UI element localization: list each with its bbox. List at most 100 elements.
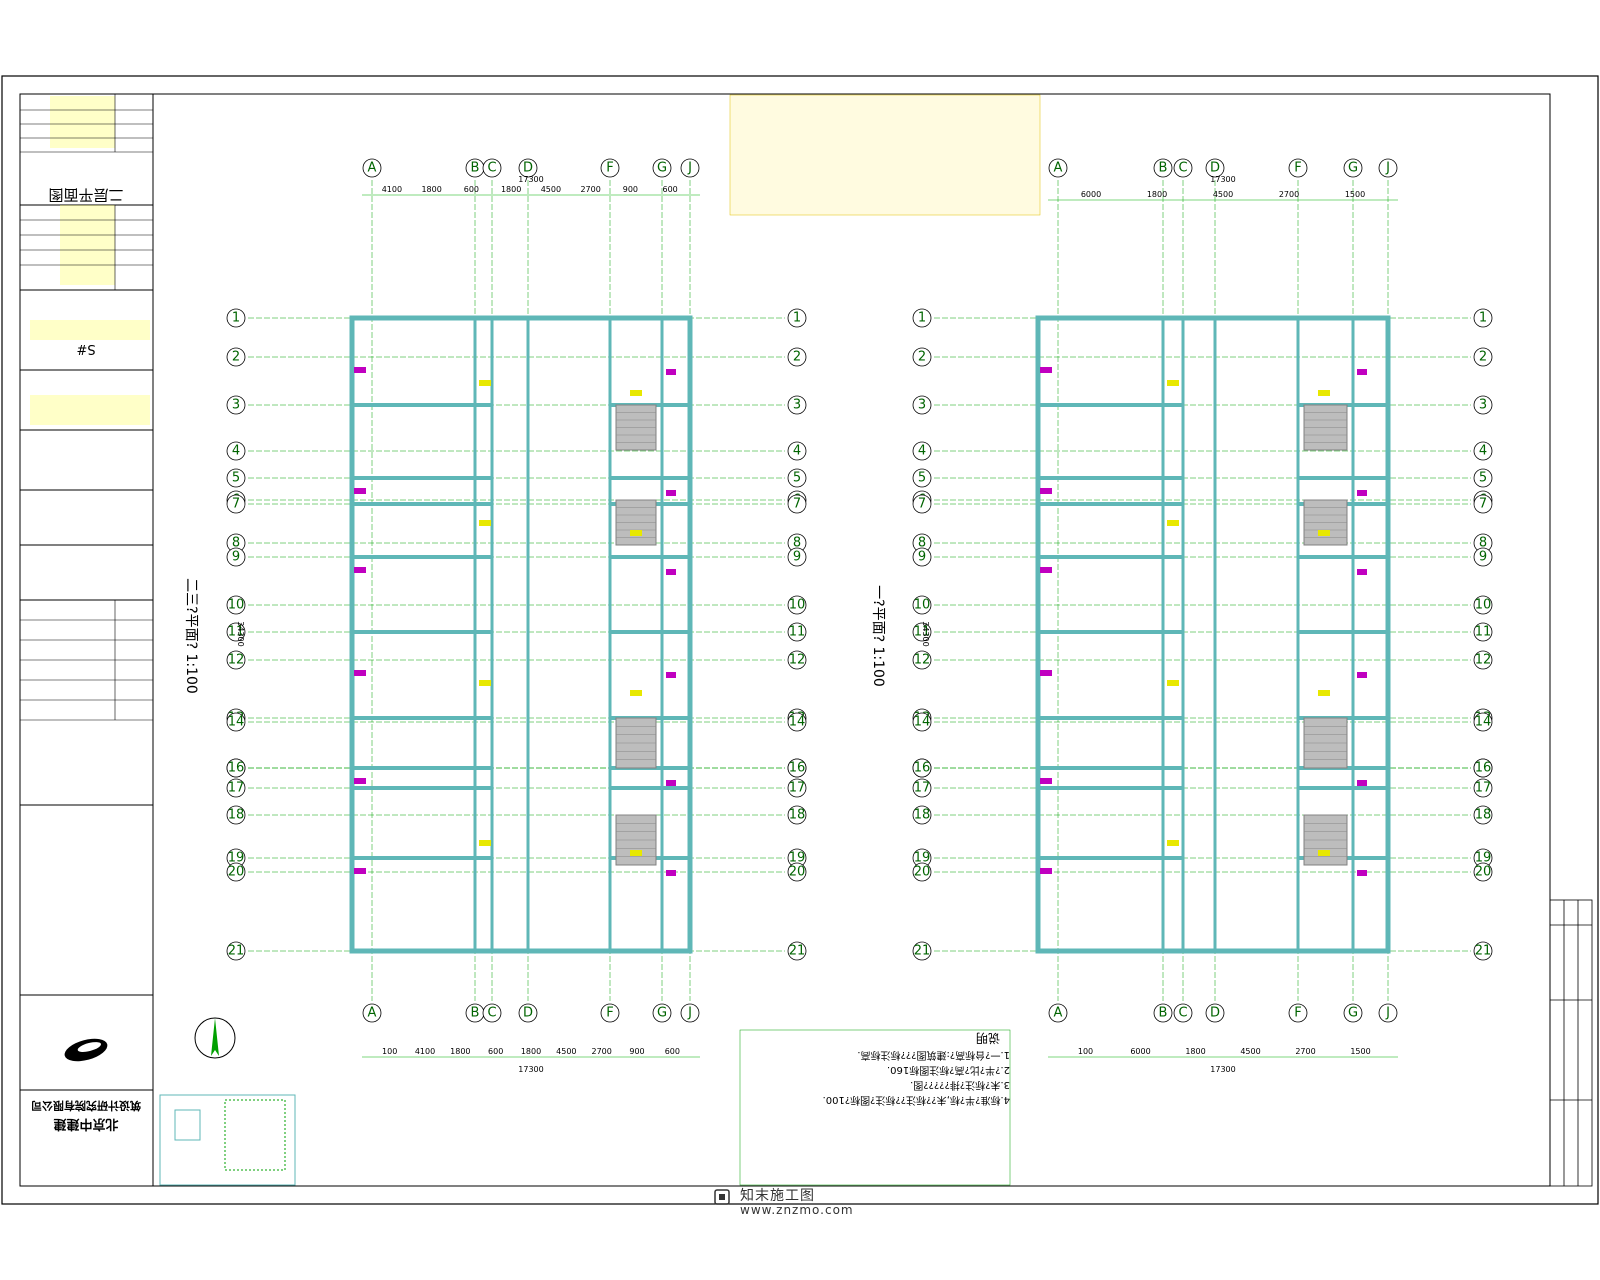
axis-label: 18 <box>228 808 245 823</box>
axis-label: 3 <box>1479 398 1487 413</box>
axis-label: C <box>487 1006 496 1021</box>
axis-label: D <box>1210 161 1220 176</box>
axis-bubble <box>1173 158 1193 178</box>
door-mark <box>666 369 676 375</box>
axis-bubble <box>1473 595 1493 615</box>
room-tag <box>630 530 642 536</box>
axis-bubble <box>787 595 807 615</box>
axis-label: D <box>1210 1006 1220 1021</box>
watermark: 知末施工图 www.znzmo.com <box>700 1183 900 1219</box>
north-arrow-icon <box>194 1017 236 1059</box>
axis-bubble <box>912 347 932 367</box>
axis-label: C <box>487 161 496 176</box>
axis-label: F <box>1294 1006 1301 1021</box>
axis-bubble <box>652 158 672 178</box>
axis-label: 5 <box>1479 471 1487 486</box>
axis-bubble <box>482 158 502 178</box>
outer-frame <box>1 75 1599 1205</box>
door-mark <box>1357 569 1367 575</box>
axis-label: J <box>1385 1006 1390 1021</box>
axis-label: 21 <box>228 944 245 959</box>
axis-label: 12 <box>789 653 806 668</box>
axis-label: 3 <box>918 398 926 413</box>
door-mark <box>1357 780 1367 786</box>
dimension-total: 17300 <box>518 1065 543 1074</box>
axis-bubble <box>1473 468 1493 488</box>
axis-label: 9 <box>232 550 240 565</box>
dimension-label: 1500 <box>1345 190 1365 199</box>
axis-label: 17 <box>228 781 245 796</box>
notes-heading: 说明 <box>976 1031 1000 1046</box>
axis-bubble <box>1473 941 1493 961</box>
dimension-label: 1800 <box>421 185 441 194</box>
axis-bubble <box>1343 1003 1363 1023</box>
axis-label: 8 <box>232 536 240 551</box>
axis-bubble <box>912 494 932 514</box>
dimension-label: 1500 <box>1350 1047 1370 1056</box>
door-mark <box>354 567 366 573</box>
axis-label: 19 <box>789 851 806 866</box>
axis-bubble <box>787 941 807 961</box>
axis-label: 11 <box>1475 625 1492 640</box>
door-mark <box>1040 367 1052 373</box>
axis-bubble <box>226 595 246 615</box>
axis-bubble <box>912 441 932 461</box>
axis-bubble <box>1473 494 1493 514</box>
axis-label: 14 <box>228 715 245 730</box>
door-mark <box>1040 567 1052 573</box>
axis-bubble <box>680 158 700 178</box>
axis-label: J <box>1385 161 1390 176</box>
axis-label: 5 <box>918 471 926 486</box>
axis-bubble <box>787 441 807 461</box>
axis-label: 2 <box>232 350 240 365</box>
axis-bubble <box>1343 158 1363 178</box>
axis-label: 1 <box>793 311 801 326</box>
axis-label: 12 <box>228 653 245 668</box>
axis-label: 8 <box>918 536 926 551</box>
dimension-label: 4100 <box>382 185 402 194</box>
axis-label: 1 <box>918 311 926 326</box>
door-mark <box>354 778 366 784</box>
axis-label: 18 <box>1475 808 1492 823</box>
axis-label: A <box>368 1006 377 1021</box>
axis-bubble <box>1173 1003 1193 1023</box>
axis-bubble <box>912 805 932 825</box>
exterior-wall <box>1035 315 1391 954</box>
axis-bubble <box>912 395 932 415</box>
dimension-label: 6000 <box>1130 1047 1150 1056</box>
axis-bubble <box>226 778 246 798</box>
floor-plans: AABBCCDDFFGGJJ11223344556677889910101111… <box>183 158 1493 1074</box>
axis-bubble <box>1205 1003 1225 1023</box>
axis-bubble <box>226 941 246 961</box>
axis-label: F <box>606 1006 613 1021</box>
axis-bubble <box>787 758 807 778</box>
axis-bubble <box>1473 347 1493 367</box>
axis-label: 16 <box>228 761 245 776</box>
axis-label: 19 <box>1475 851 1492 866</box>
dimension-label: 900 <box>629 1047 644 1056</box>
axis-bubble <box>1288 158 1308 178</box>
dimension-label: 2700 <box>580 185 600 194</box>
axis-bubble <box>912 758 932 778</box>
axis-label: 5 <box>793 471 801 486</box>
axis-bubble <box>1473 712 1493 732</box>
notes-item: 1.一?台标高?:建筑图???标注标高. <box>857 1049 1010 1062</box>
room-tag <box>1167 380 1179 386</box>
dimension-label: 4500 <box>1213 190 1233 199</box>
axis-bubble <box>787 395 807 415</box>
axis-bubble <box>787 712 807 732</box>
axis-bubble <box>787 308 807 328</box>
axis-label: 21 <box>914 944 931 959</box>
axis-bubble <box>482 1003 502 1023</box>
axis-bubble <box>787 494 807 514</box>
axis-label: 18 <box>914 808 931 823</box>
axis-bubble <box>226 395 246 415</box>
axis-bubble <box>787 468 807 488</box>
door-mark <box>666 870 676 876</box>
axis-bubble <box>226 758 246 778</box>
axis-label: 2 <box>1479 350 1487 365</box>
dimension-label: 6000 <box>1081 190 1101 199</box>
axis-bubble <box>680 1003 700 1023</box>
axis-bubble <box>912 468 932 488</box>
